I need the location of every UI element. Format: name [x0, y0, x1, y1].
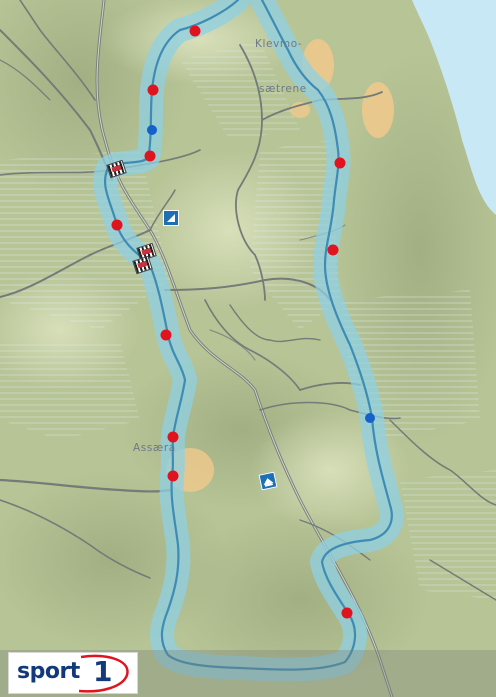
place-label-assaera: Assæra: [133, 442, 176, 454]
parking-icon[interactable]: [258, 471, 278, 491]
wetland-hatch: [0, 340, 140, 440]
blue-checkpoint[interactable]: [365, 413, 375, 423]
red-checkpoint[interactable]: [341, 607, 353, 619]
place-label-klevmo: Klevmo-: [255, 38, 303, 50]
logo-swoosh-icon: [78, 654, 129, 693]
red-checkpoint[interactable]: [334, 157, 346, 169]
highlight-area: [362, 82, 394, 138]
red-checkpoint[interactable]: [189, 25, 201, 37]
red-checkpoint[interactable]: [147, 84, 159, 96]
red-checkpoint[interactable]: [167, 470, 179, 482]
sport1-logo[interactable]: sport 1: [8, 652, 138, 694]
red-checkpoint[interactable]: [144, 150, 156, 162]
checkpoints-red: [111, 25, 353, 619]
wetland-hatch: [400, 470, 496, 600]
place-label-saetrene: sætrene: [259, 83, 307, 95]
parking-icon[interactable]: [163, 210, 179, 226]
red-checkpoint[interactable]: [111, 219, 123, 231]
checkpoints-blue: [147, 125, 375, 423]
red-checkpoint[interactable]: [167, 431, 179, 443]
logo-word: sport: [17, 659, 80, 684]
lake: [412, 0, 496, 215]
logo-number: 1: [93, 655, 113, 688]
route-line: [103, 0, 393, 671]
red-checkpoint[interactable]: [327, 244, 339, 256]
red-checkpoint[interactable]: [160, 329, 172, 341]
blue-checkpoint[interactable]: [147, 125, 157, 135]
